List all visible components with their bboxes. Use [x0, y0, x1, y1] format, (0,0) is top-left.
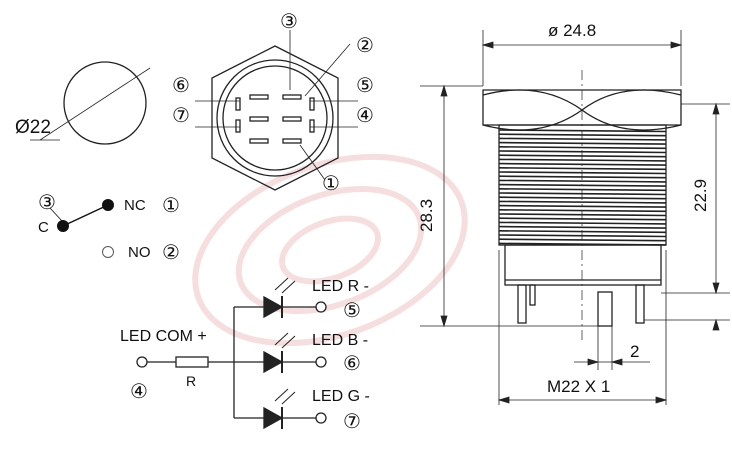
thread-lines: [498, 129, 667, 246]
thread-line: [498, 150, 667, 154]
thread-line: [498, 175, 667, 179]
callout-1-top: ①: [322, 173, 340, 195]
thread-line: [498, 129, 667, 133]
switch-schematic: [49, 199, 114, 258]
switch-no-label: NO: [128, 244, 151, 261]
thread-line: [498, 200, 667, 204]
thread-line: [498, 213, 667, 217]
thread-line: [498, 217, 667, 221]
dim-thread-length: 22.9: [691, 179, 710, 212]
top-view: [195, 30, 358, 191]
switch-nc-label: NC: [124, 197, 146, 214]
callout-2-top: ②: [356, 35, 374, 57]
thread-line: [498, 162, 667, 166]
led-com-num: ④: [130, 381, 148, 403]
thread-line: [498, 167, 667, 171]
switch-nc-num: ①: [162, 195, 180, 217]
thread-line: [498, 196, 667, 200]
led-com-label: LED COM +: [120, 328, 207, 345]
thread-line: [498, 146, 667, 150]
thread-line: [498, 204, 667, 208]
front-view: [30, 61, 151, 145]
callout-7-top: ⑦: [172, 105, 190, 127]
dim-pin-width: 2: [630, 342, 639, 361]
led-b-label: LED B -: [312, 332, 368, 349]
thread-line: [498, 242, 667, 246]
led-g-num: ⑦: [343, 411, 361, 433]
thread-line: [498, 179, 667, 183]
thread-line: [498, 137, 667, 141]
callout-4-top: ④: [356, 105, 374, 127]
thread-line: [498, 225, 667, 229]
thread-line: [498, 158, 667, 162]
thread-line: [498, 141, 667, 145]
dim-thread-spec: M22 X 1: [547, 377, 610, 396]
switch-c-num: ③: [38, 192, 56, 214]
led-r-num: ⑤: [343, 300, 361, 322]
diameter-label: Ø22: [15, 117, 51, 138]
dim-total-height: 28.3: [417, 199, 436, 232]
callout-5-top: ⑤: [356, 75, 374, 97]
resistor-label: R: [186, 373, 196, 389]
dimension-lines: [420, 30, 730, 405]
thread-line: [498, 183, 667, 187]
dim-outer-diameter: ø 24.8: [548, 21, 596, 40]
thread-line: [498, 188, 667, 192]
led-b-num: ⑥: [343, 353, 361, 375]
led-r-label: LED R -: [312, 278, 369, 295]
switch-c-label: C: [38, 219, 49, 236]
switch-no-num: ②: [162, 242, 180, 264]
led-g-label: LED G -: [312, 388, 370, 405]
callout-3-top: ③: [280, 11, 298, 33]
thread-line: [498, 234, 667, 238]
thread-line: [498, 230, 667, 234]
callout-6-top: ⑥: [172, 75, 190, 97]
thread-line: [498, 171, 667, 175]
thread-line: [498, 221, 667, 225]
thread-line: [498, 154, 667, 158]
thread-line: [498, 238, 667, 242]
led-schematic: [136, 277, 327, 430]
side-view: [482, 70, 682, 340]
thread-line: [498, 133, 667, 137]
thread-line: [498, 209, 667, 213]
thread-line: [498, 192, 667, 196]
